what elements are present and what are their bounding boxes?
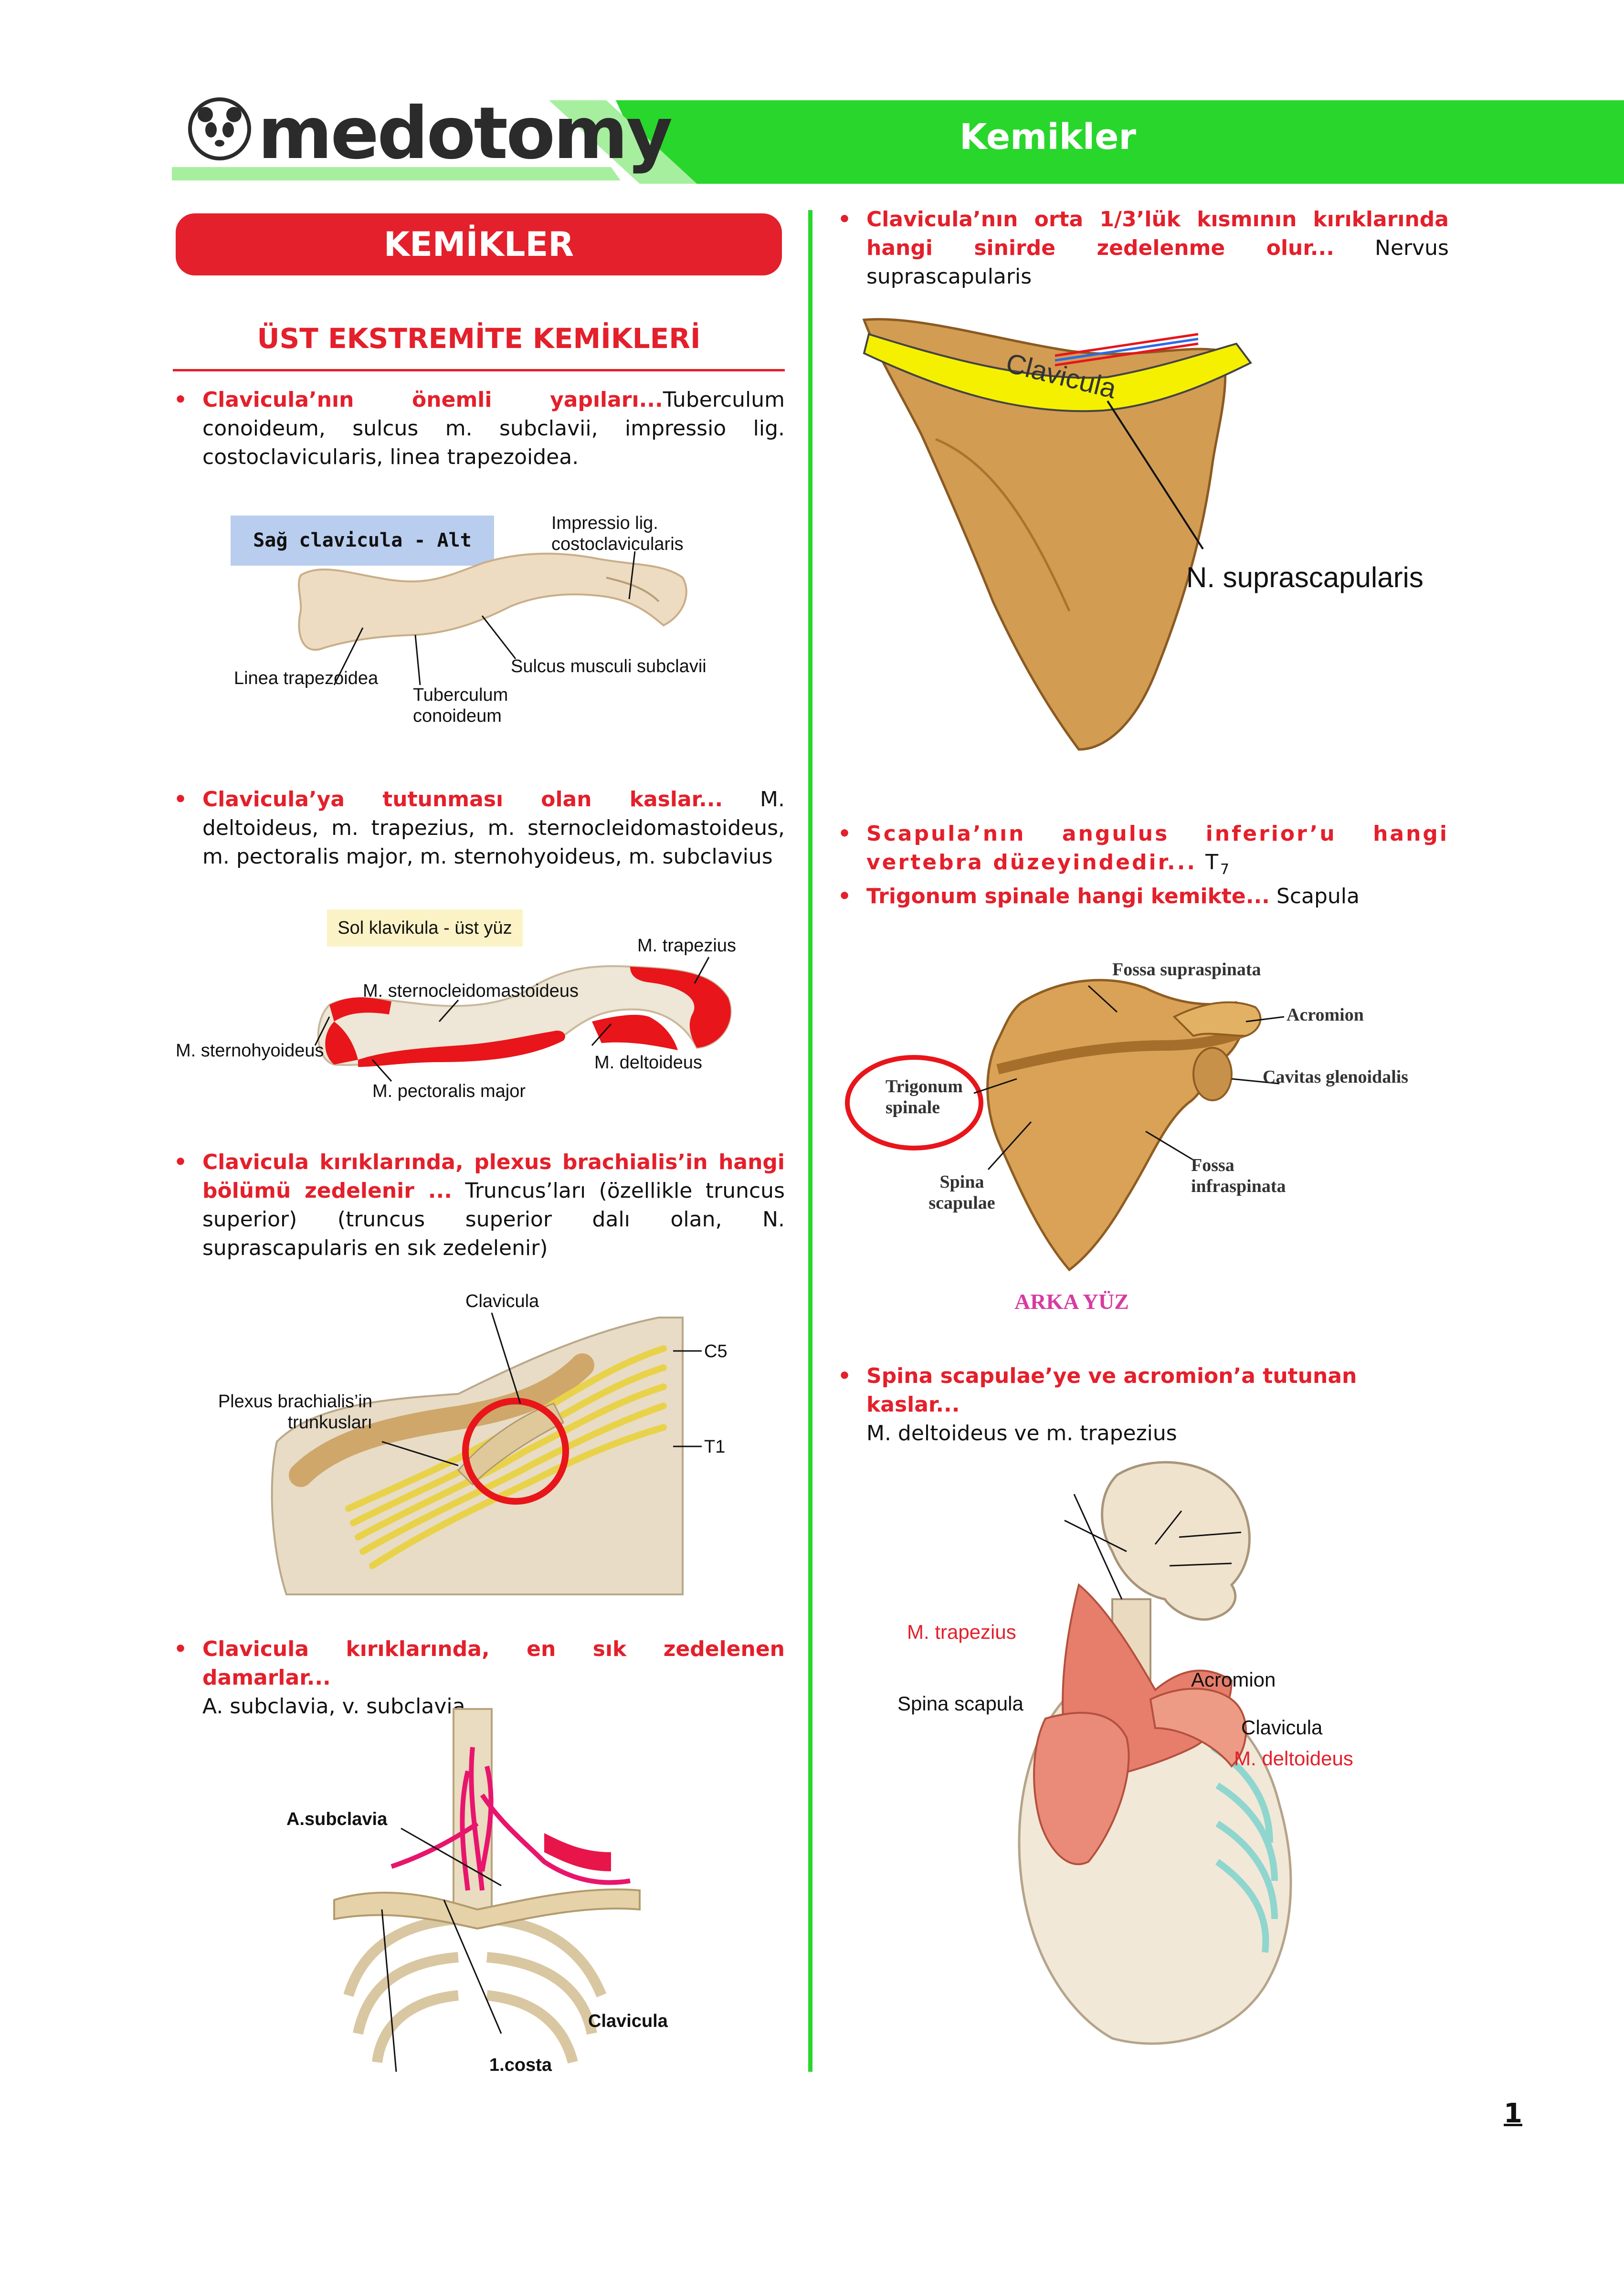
label-trigonum: Trigonum spinale	[886, 1076, 963, 1118]
qa-item: • Clavicula’nın orta 1/3’lük kısmının kı…	[838, 205, 1449, 291]
subsection-title: ÜST EKSTREMİTE KEMİKLERİ	[257, 322, 701, 355]
question-text: Trigonum spinale hangi kemikte...	[866, 884, 1270, 908]
bullet-dot-icon: •	[174, 388, 188, 412]
bullet-dot-icon: •	[174, 1637, 188, 1661]
label-nerve: N. suprascapularis	[1186, 561, 1424, 593]
question-text: Spina scapulae’ye ve acromion’a tutunan …	[866, 1364, 1357, 1417]
label-clavicula: Clavicula	[465, 1291, 539, 1311]
answer-text: M. deltoideus ve m. trapezius	[866, 1421, 1177, 1445]
label-acromion: Acromion	[1191, 1668, 1276, 1691]
clavicle-muscle-attachments-illustration	[314, 957, 732, 1082]
figure-subclavian-vessels: A.subclavia Clavicula 1.costa	[277, 1699, 687, 2081]
label-clavicula: Clavicula	[1241, 1716, 1323, 1739]
answer-text: Scapula	[1276, 884, 1360, 908]
qa-item: • Clavicula’ya tutunması olan kaslar... …	[174, 785, 785, 871]
question-text: Clavicula’ya tutunması olan kaslar...	[202, 787, 723, 812]
figure-caption	[327, 909, 523, 947]
question-text: Scapula’nın angulus inferior’u hangi ver…	[866, 822, 1449, 875]
bullet-dot-icon: •	[838, 207, 852, 232]
question-text: Clavicula’nın önemli yapıları...	[202, 388, 663, 412]
clavicle-bone-illustration	[298, 551, 687, 686]
question-text: Clavicula kırıklarında, en sık zedelenen…	[202, 1637, 785, 1690]
label-fossa-supra: Fossa supraspinata	[1112, 960, 1261, 980]
panda-logo-icon	[188, 97, 251, 160]
answer-text: Truncus’ları (özellikle truncus superior…	[202, 1179, 785, 1260]
label-impressio: Impressio lig. costoclavicularis	[551, 513, 684, 554]
qa-item: • Clavicula kırıklarında, en sık zedelen…	[174, 1635, 785, 1721]
answer-text: T	[1205, 850, 1221, 875]
qa-item: • Trigonum spinale hangi kemikte... Scap…	[838, 882, 1449, 911]
figure-caption-text: Sol klavikula - üst yüz	[337, 918, 512, 938]
label-sternohyoid: M. sternohyoideus	[176, 1041, 324, 1061]
label-c5: C5	[704, 1341, 728, 1361]
label-clavicula: Clavicula	[588, 2011, 668, 2031]
figure-clavicle-inferior: Sağ clavicula - Alt yüz Impressio lig. c…	[177, 506, 783, 745]
brand-logo: medotomy	[258, 92, 673, 175]
label-t1: T1	[704, 1437, 726, 1457]
label-a-subclavia: A.subclavia	[286, 1809, 388, 1829]
header-band	[172, 100, 1624, 184]
plexus-brachialis-illustration	[271, 1312, 702, 1595]
label-cavitas: Cavitas glenoidalis	[1263, 1067, 1409, 1087]
qa-item: • Spina scapulae’ye ve acromion’a tutuna…	[838, 1362, 1449, 1448]
label-costa: 1.costa	[489, 2055, 552, 2075]
scapula-suprascapular-illustration	[862, 318, 1253, 751]
qa-item: • Clavicula’nın önemli yapıları...Tuberc…	[174, 386, 785, 472]
bullet-dot-icon: •	[838, 822, 852, 846]
figure-clavicle-superior: Sol klavikula - üst yüz M. trapezius M. …	[172, 902, 788, 1122]
subclavian-vessels-illustration	[333, 1708, 641, 2072]
question-text: Clavicula’nın orta 1/3’lük kısmının kırı…	[866, 207, 1449, 260]
answer-text: A. subclavia, v. subclavia	[202, 1694, 465, 1719]
bullet-dot-icon: •	[174, 787, 188, 812]
label-trapezius: M. trapezius	[637, 936, 736, 956]
answer-subscript: 7	[1220, 861, 1232, 878]
label-trapezius: M. trapezius	[907, 1621, 1016, 1643]
bullet-dot-icon: •	[838, 884, 852, 908]
label-pectoralis: M. pectoralis major	[372, 1081, 526, 1101]
label-linea: Linea trapezoidea	[234, 668, 379, 688]
bullet-dot-icon: •	[174, 1150, 188, 1174]
page-number: 1	[1504, 2098, 1522, 2129]
bullet-dot-icon: •	[838, 1364, 852, 1388]
label-deltoid: M. deltoideus	[1234, 1747, 1353, 1770]
figure-caption: ARKA YÜZ	[1014, 1289, 1129, 1314]
answer-text: Tuberculum conoideum, sulcus m. subclavi…	[202, 388, 785, 469]
label-fossa-infra: Fossa infraspinata	[1191, 1155, 1286, 1196]
label-spina: Spina scapulae	[928, 1172, 995, 1213]
answer-text: M. deltoideus, m. trapezius, m. sternocl…	[202, 787, 785, 869]
figure-caption	[231, 516, 494, 566]
label-plexus: Plexus brachialis’in trunkusları	[218, 1392, 372, 1433]
qa-item: • Scapula’nın angulus inferior’u hangi v…	[838, 820, 1449, 884]
figure-scapula-posterior: Fossa supraspinata Acromion Cavitas glen…	[840, 950, 1461, 1332]
label-scm: M. sternocleidomastoideus	[363, 981, 579, 1001]
answer-text: Nervus suprascapularis	[866, 236, 1449, 289]
label-acromion: Acromion	[1287, 1005, 1364, 1025]
skeleton-muscles-illustration	[1018, 1461, 1292, 2045]
label-spina: Spina scapula	[897, 1692, 1023, 1715]
label-tuberculum: Tuberculum conoideum	[413, 685, 508, 726]
figure-suprascapular-nerve: Clavicula N. suprascapularis	[850, 306, 1451, 764]
label-sulcus: Sulcus musculi subclavii	[511, 656, 707, 676]
column-divider	[808, 210, 812, 2072]
scapula-posterior-illustration	[845, 979, 1285, 1272]
section-title-pill	[176, 213, 782, 275]
qa-item: • Clavicula kırıklarında, plexus brachia…	[174, 1148, 785, 1263]
question-text: Clavicula kırıklarında, plexus brachiali…	[202, 1150, 785, 1203]
section-title: KEMİKLER	[383, 225, 574, 264]
subsection-divider	[173, 369, 785, 371]
figure-skeleton-muscles: M. trapezius Acromion Spina scapula Clav…	[888, 1442, 1451, 2062]
header-title: Kemikler	[960, 116, 1136, 158]
label-deltoid: M. deltoideus	[594, 1053, 703, 1073]
figure-plexus-brachialis: Clavicula C5 T1 Plexus brachialis’in tru…	[191, 1284, 740, 1599]
